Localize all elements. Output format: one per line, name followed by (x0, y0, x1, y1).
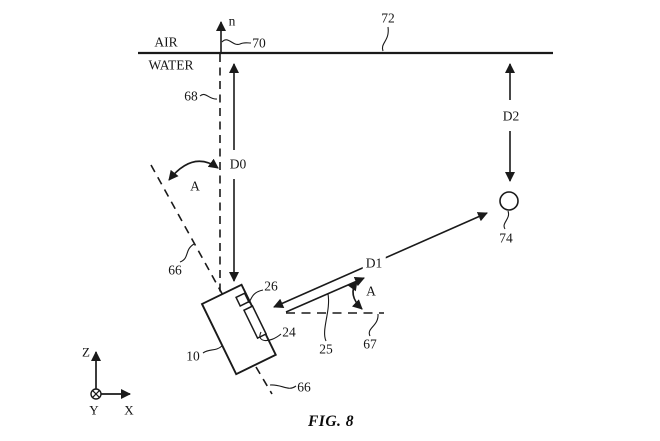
angle-a-arc-lower (347, 280, 363, 310)
ref-10-label: 10 (186, 348, 200, 364)
leader-lines (179, 26, 510, 389)
normal-vector-label: n (228, 13, 236, 29)
d0-label: D0 (229, 156, 247, 172)
angle-a-lower-label: A (366, 283, 376, 299)
ref-74-label: 74 (499, 230, 513, 246)
angle-a-upper-label: A (190, 178, 200, 194)
y-axis-cross-2 (92, 390, 100, 398)
leader-67 (368, 313, 379, 337)
d2-label: D2 (502, 108, 520, 124)
ref-25-label: 25 (319, 341, 333, 357)
target-sphere (499, 191, 519, 211)
leader-68 (199, 93, 218, 100)
ref-24-label: 24 (282, 324, 296, 340)
device-component-26 (235, 292, 250, 307)
ref-66-upper-label: 66 (168, 262, 182, 278)
angle-a-arc-upper (168, 158, 219, 181)
beam-direction-arrow (285, 277, 365, 313)
ref-26-label: 26 (264, 278, 278, 294)
air-region-label: AIR (154, 34, 178, 50)
ref-72-label: 72 (381, 10, 395, 26)
ref-68-label: 68 (184, 88, 198, 104)
ref-67-label: 67 (363, 336, 377, 352)
coordinate-axes (90, 351, 131, 400)
leader-25 (324, 293, 330, 342)
leader-72 (381, 26, 389, 52)
device-axis-dashed-line-lower (255, 366, 273, 395)
leader-10 (202, 345, 223, 354)
leader-24 (259, 331, 282, 342)
water-region-label: WATER (148, 57, 194, 73)
leader-26 (248, 289, 264, 304)
d1-label: D1 (362, 256, 386, 270)
leader-66-upper (179, 243, 195, 263)
leader-66-lower (269, 384, 297, 389)
device-axis-dashed-line-upper (150, 164, 226, 300)
x-axis-label: X (124, 402, 134, 418)
ref-70-label: 70 (252, 35, 266, 51)
leader-74 (503, 210, 510, 230)
y-axis-label: Y (89, 402, 99, 418)
leader-70 (221, 39, 252, 46)
device-body (200, 283, 278, 376)
z-axis-label: Z (82, 344, 90, 360)
ref-66-lower-label: 66 (297, 379, 311, 395)
device-transducer-24 (242, 305, 268, 340)
figure-caption: FIG. 8 (307, 413, 355, 430)
